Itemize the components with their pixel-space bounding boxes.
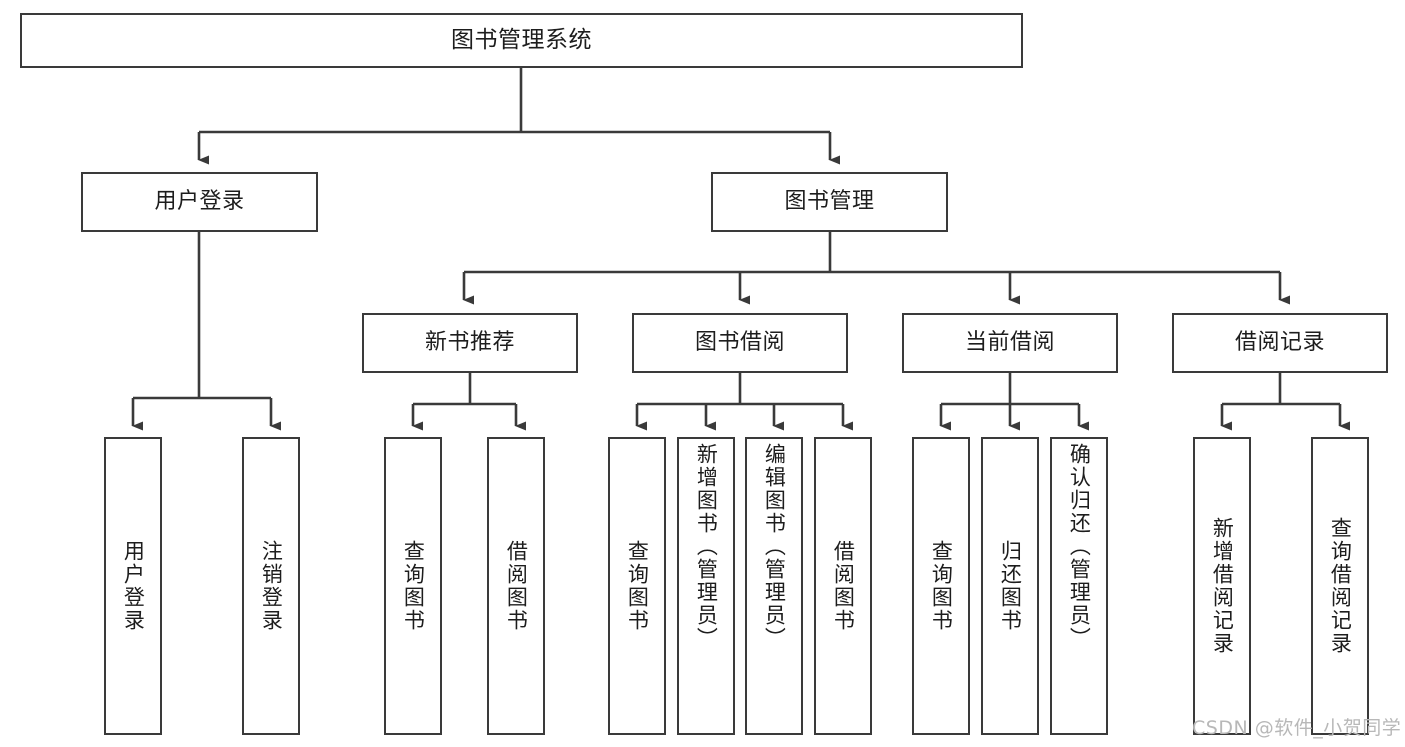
node-borrow-record-label: 借阅记录 [1234,329,1325,355]
node-leaf-query-book-1-label: 查询图书 [401,540,426,632]
node-leaf-edit-book[interactable]: 编辑图书（管理员） [745,437,803,735]
node-leaf-borrow-book-1-label: 借阅图书 [504,540,529,632]
node-leaf-borrow-book-1[interactable]: 借阅图书 [487,437,545,735]
node-book-borrow-label: 图书借阅 [694,329,785,355]
node-current-borrow[interactable]: 当前借阅 [902,313,1118,373]
node-user-login[interactable]: 用户登录 [81,172,318,232]
node-leaf-borrow-book-2-label: 借阅图书 [831,540,856,632]
node-current-borrow-label: 当前借阅 [964,329,1055,355]
node-book-manage[interactable]: 图书管理 [711,172,948,232]
node-leaf-query-book-1[interactable]: 查询图书 [384,437,442,735]
node-borrow-record[interactable]: 借阅记录 [1172,313,1388,373]
node-leaf-user-login[interactable]: 用户登录 [104,437,162,735]
node-new-book-recommend-label: 新书推荐 [424,329,515,355]
node-leaf-confirm-return-label: 确认归还（管理员） [1067,443,1092,650]
node-leaf-logout-label: 注销登录 [259,540,284,632]
node-book-borrow[interactable]: 图书借阅 [632,313,848,373]
node-leaf-add-record-label: 新增借阅记录 [1210,517,1235,655]
node-leaf-query-record[interactable]: 查询借阅记录 [1311,437,1369,735]
node-new-book-recommend[interactable]: 新书推荐 [362,313,578,373]
node-leaf-borrow-book-2[interactable]: 借阅图书 [814,437,872,735]
node-leaf-confirm-return[interactable]: 确认归还（管理员） [1050,437,1108,735]
node-leaf-query-book-3[interactable]: 查询图书 [912,437,970,735]
node-book-manage-label: 图书管理 [784,188,875,214]
node-leaf-query-book-2[interactable]: 查询图书 [608,437,666,735]
node-leaf-add-book[interactable]: 新增图书（管理员） [677,437,735,735]
node-leaf-logout[interactable]: 注销登录 [242,437,300,735]
node-root-label: 图书管理系统 [451,26,592,53]
node-leaf-return-book-label: 归还图书 [998,540,1023,632]
node-leaf-return-book[interactable]: 归还图书 [981,437,1039,735]
node-leaf-edit-book-label: 编辑图书（管理员） [762,443,787,650]
node-leaf-query-book-3-label: 查询图书 [929,540,954,632]
node-leaf-add-record[interactable]: 新增借阅记录 [1193,437,1251,735]
node-leaf-user-login-label: 用户登录 [121,540,146,632]
node-leaf-add-book-label: 新增图书（管理员） [694,443,719,650]
node-user-login-label: 用户登录 [154,188,245,214]
node-leaf-query-record-label: 查询借阅记录 [1328,517,1353,655]
node-root-book-management-system[interactable]: 图书管理系统 [20,13,1023,68]
watermark-credit: CSDN @软件_小贺同学 [1192,717,1402,739]
node-leaf-query-book-2-label: 查询图书 [625,540,650,632]
